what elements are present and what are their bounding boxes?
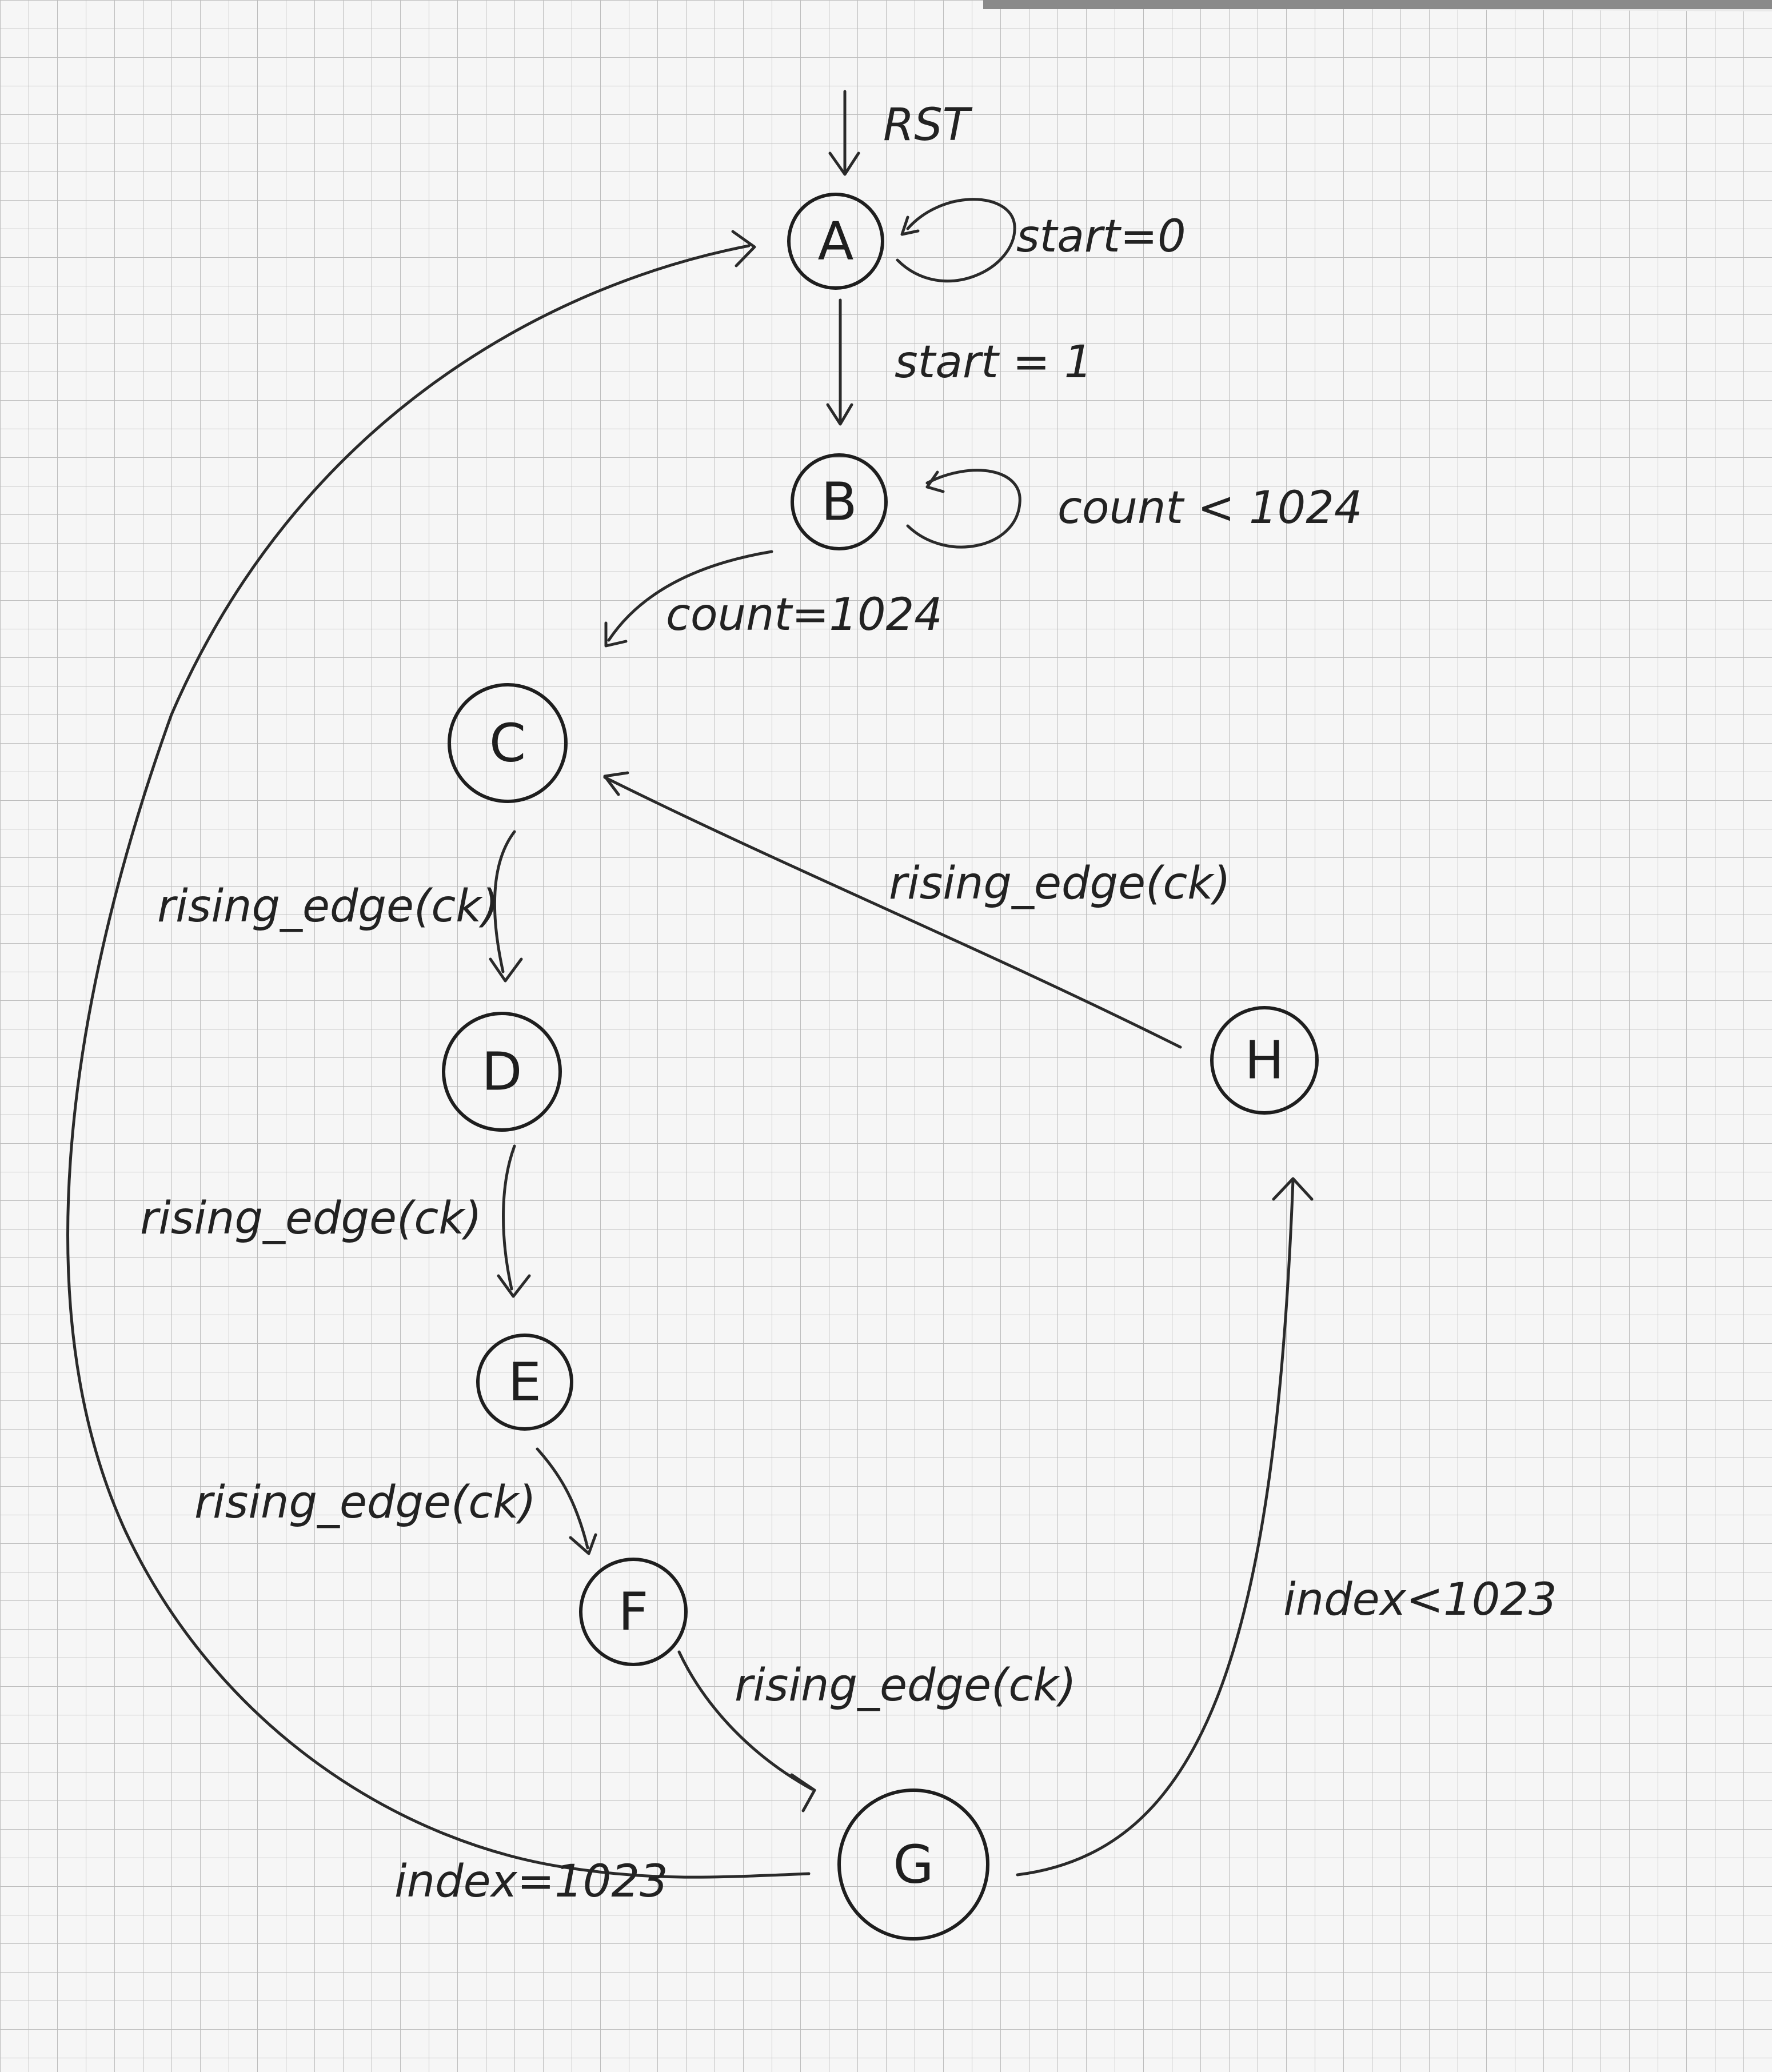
state-f-circle [579, 1558, 688, 1666]
label-a-self: start=0 [1016, 211, 1186, 262]
label-d-e: rising_edge(ck) [140, 1193, 482, 1244]
state-f: F [579, 1558, 688, 1666]
edge-h-c [603, 776, 1182, 1049]
edge-c-d [493, 830, 516, 973]
edge-h-c-arrowhead [603, 771, 629, 796]
state-h-label: H [1244, 1030, 1284, 1091]
state-d-circle [442, 1012, 562, 1132]
state-e-circle [476, 1334, 573, 1431]
transitions [66, 90, 1314, 1879]
label-c-d: rising_edge(ck) [157, 881, 499, 932]
edge-b-self-arrowhead [925, 470, 945, 493]
edge-b-c-arrowhead [604, 621, 628, 648]
label-b-c: count=1024 [666, 589, 943, 641]
state-b-label: B [821, 472, 857, 533]
state-g-label: G [893, 1834, 933, 1895]
edge-g-h-arrowhead [1272, 1177, 1314, 1201]
label-a-b: start = 1 [895, 337, 1092, 388]
state-g-circle [837, 1788, 989, 1941]
edge-d-e-arrowhead [497, 1274, 531, 1298]
state-d: D [442, 1012, 562, 1132]
paper-top-shadow [983, 0, 1772, 9]
label-e-f: rising_edge(ck) [194, 1477, 536, 1528]
state-a-circle [787, 193, 884, 290]
edge-b-self-loop [906, 469, 1021, 549]
edge-b-c [607, 550, 773, 642]
edge-e-f [536, 1447, 589, 1550]
edge-f-g-arrowhead [790, 1773, 816, 1812]
edge-g-a-arrowhead [731, 230, 756, 268]
state-e-label: E [508, 1352, 541, 1413]
edge-e-f-arrowhead [569, 1533, 597, 1555]
state-f-label: F [618, 1582, 649, 1643]
edge-a-b-arrowhead [826, 403, 853, 426]
edge-g-a [66, 244, 811, 1879]
state-c-circle [448, 683, 568, 803]
state-h-circle [1210, 1006, 1319, 1115]
state-c-label: C [489, 713, 526, 774]
label-f-g: rising_edge(ck) [735, 1660, 1076, 1711]
state-e: E [476, 1334, 573, 1431]
edge-g-h [1016, 1179, 1295, 1877]
edge-c-d-arrowhead [489, 957, 523, 983]
state-b: B [791, 453, 888, 550]
label-b-self: count < 1024 [1057, 482, 1363, 534]
states: A B C D E F G H [442, 193, 1319, 1941]
edge-d-e [502, 1144, 516, 1291]
state-h: H [1210, 1006, 1319, 1115]
label-rst: RST [883, 99, 973, 151]
edge-f-g [677, 1650, 813, 1791]
label-g-h: index<1023 [1283, 1574, 1557, 1626]
state-a: A [787, 193, 884, 290]
label-g-a: index=1023 [394, 1856, 668, 1907]
state-c: C [448, 683, 568, 803]
edge-rst-arrowhead [828, 151, 860, 176]
edge-a-self-loop [896, 198, 1016, 283]
state-a-label: A [818, 211, 854, 272]
state-d-label: D [482, 1041, 522, 1103]
state-g: G [837, 1788, 989, 1941]
state-b-circle [791, 453, 888, 550]
transition-labels: RST start=0 start = 1 count < 1024 count… [140, 99, 1557, 1907]
label-h-c: rising_edge(ck) [889, 858, 1231, 909]
edge-a-self-arrowhead [900, 215, 920, 236]
